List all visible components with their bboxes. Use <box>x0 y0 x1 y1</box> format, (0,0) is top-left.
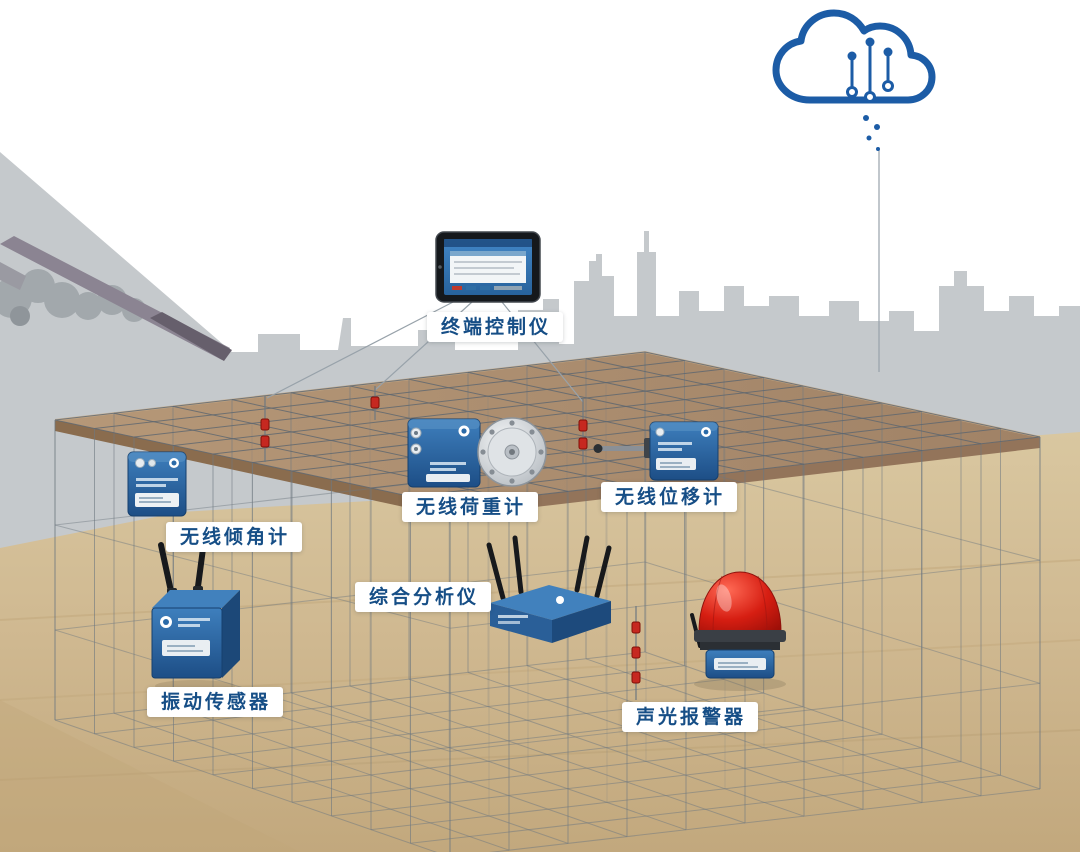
label-displacement: 无线位移计 <box>601 482 738 512</box>
label-load-cell: 无线荷重计 <box>402 492 539 522</box>
label-analyzer: 综合分析仪 <box>355 582 492 612</box>
terminal-device-icon <box>435 231 541 303</box>
displacement-device-icon <box>593 421 719 481</box>
sensor-bead-strings <box>260 386 641 700</box>
load-cell-device-icon <box>407 417 547 488</box>
cloud-data-dots <box>863 115 880 151</box>
terminal-wire-left <box>266 300 456 399</box>
vibration-sensor-device-icon <box>151 538 240 692</box>
label-alarm: 声光报警器 <box>622 702 759 732</box>
analyzer-device-icon <box>486 535 612 643</box>
alarm-beacon-icon <box>690 571 786 691</box>
sensor-bead <box>260 418 270 431</box>
cloud-icon <box>772 9 936 151</box>
sensor-bead <box>631 646 641 659</box>
label-terminal: 终端控制仪 <box>427 312 564 342</box>
sensor-bead <box>578 437 588 450</box>
sensor-bead <box>631 671 641 684</box>
label-vibration: 振动传感器 <box>147 687 284 717</box>
crane-icon <box>0 236 232 361</box>
sensor-bead <box>631 621 641 634</box>
sensor-bead <box>578 419 588 432</box>
inclinometer-device-icon <box>127 451 187 517</box>
label-inclinometer: 无线倾角计 <box>166 522 303 552</box>
sensor-bead <box>370 396 380 409</box>
sensor-bead <box>260 435 270 448</box>
